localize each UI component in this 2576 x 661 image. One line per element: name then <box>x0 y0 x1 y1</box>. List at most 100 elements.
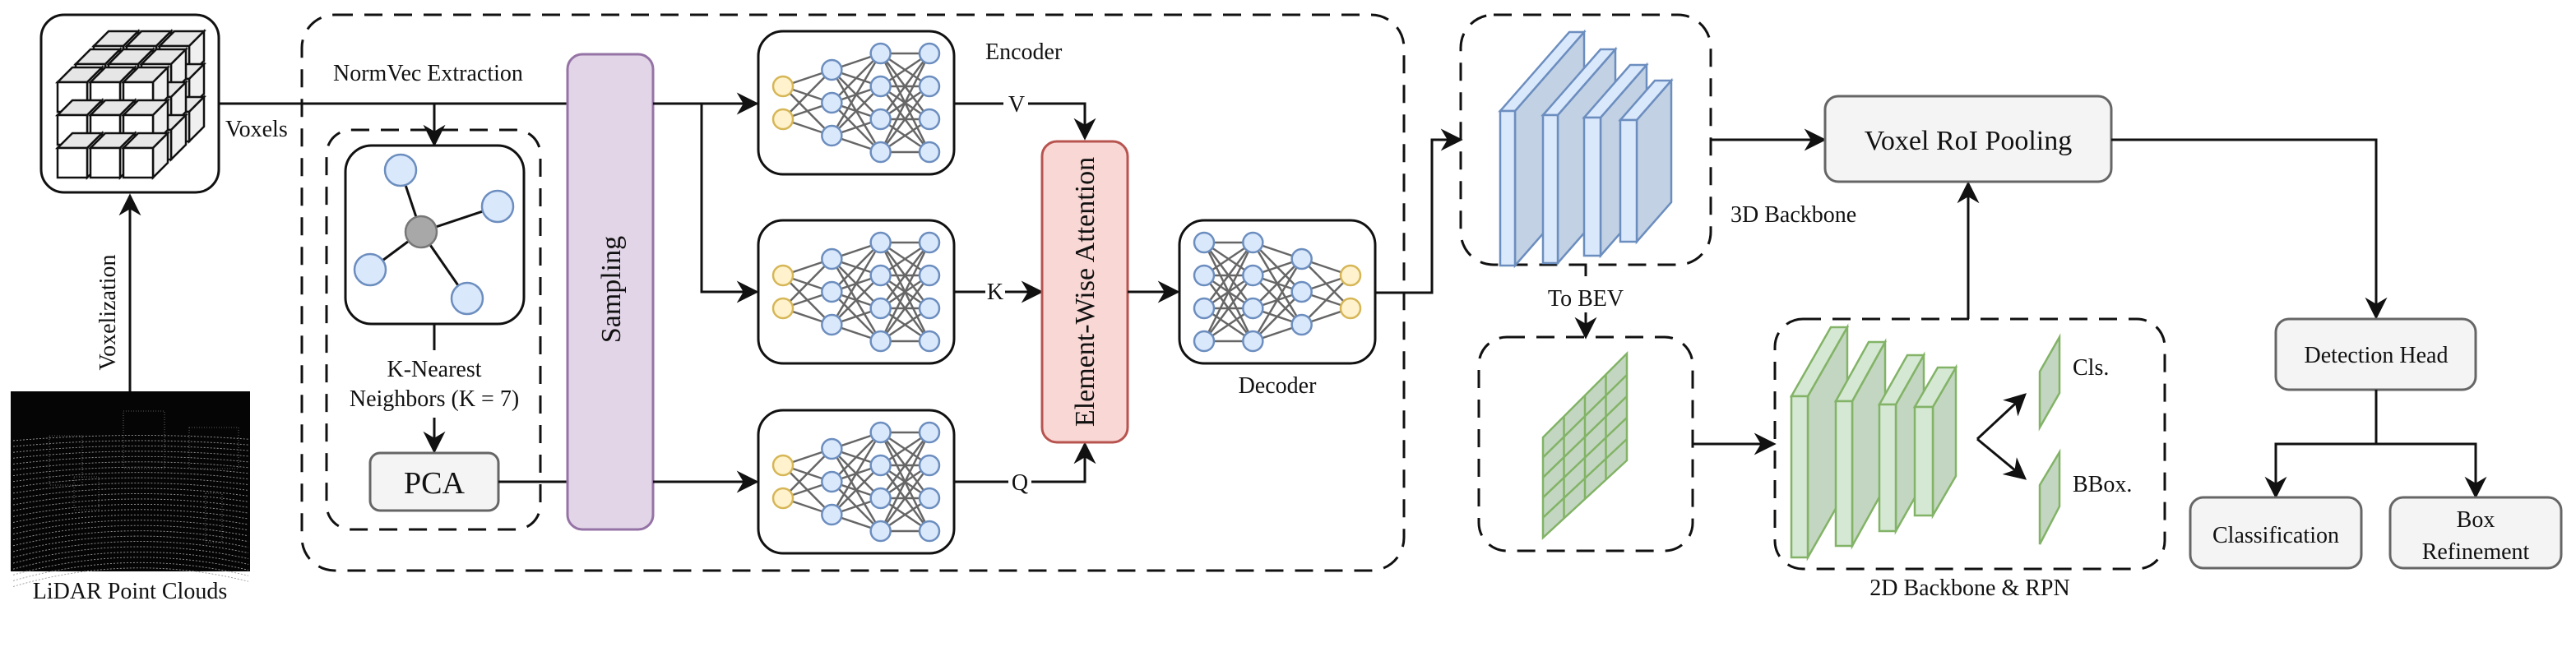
scan-line <box>12 557 249 575</box>
network-node <box>1193 330 1216 353</box>
network-node <box>869 487 892 510</box>
normvec-title: NormVec Extraction <box>333 61 523 86</box>
k-label: K <box>987 280 1003 305</box>
network-node <box>1339 264 1362 287</box>
scan-line <box>12 451 249 459</box>
network-node <box>1193 264 1216 287</box>
network-node <box>869 75 892 98</box>
layer-front <box>1790 395 1809 559</box>
scan-line <box>12 562 249 581</box>
network-node <box>869 42 892 65</box>
head-to-box-refinement-arrow <box>2376 442 2487 499</box>
sampling-block <box>566 53 655 531</box>
network-node <box>1242 297 1264 320</box>
network-edge <box>831 86 882 136</box>
scan-line <box>12 445 249 453</box>
center-point-node <box>404 215 438 249</box>
cube-front-face <box>122 146 155 179</box>
network-node <box>918 141 941 164</box>
network-node <box>821 91 843 114</box>
network-edge <box>1202 242 1254 342</box>
v-encoder-network <box>757 30 956 176</box>
network-node <box>771 108 795 131</box>
scan-object <box>73 476 100 511</box>
network-node <box>918 330 941 353</box>
network-edge <box>831 465 882 515</box>
scan-line <box>12 509 249 523</box>
network-node <box>918 75 941 98</box>
network-node <box>869 264 892 287</box>
scan-line <box>12 535 249 552</box>
network-edge <box>831 275 882 326</box>
network-node <box>821 503 843 526</box>
scan-line <box>12 435 249 441</box>
network-edge <box>879 465 931 532</box>
neighbor-node <box>480 189 515 224</box>
scan-line <box>12 514 249 529</box>
network-node <box>869 108 892 131</box>
q-to-attention-arrow <box>1031 441 1096 483</box>
decoder-network <box>1178 219 1377 365</box>
network-node <box>869 141 892 164</box>
network-node <box>869 421 892 444</box>
network-edge <box>831 432 882 515</box>
decoder-label: Decoder <box>1239 373 1318 399</box>
encoder-label: Encoder <box>985 39 1063 65</box>
scan-line <box>12 466 249 477</box>
network-edge <box>1202 275 1254 342</box>
3d-backbone-label: 3D Backbone <box>1730 202 1856 228</box>
network-node <box>821 124 843 147</box>
network-node <box>869 520 892 543</box>
scan-line <box>12 483 249 494</box>
layer-front <box>1499 109 1517 267</box>
neighbor-node <box>353 252 387 287</box>
network-edge <box>831 242 882 293</box>
network-node <box>771 264 795 287</box>
sampling-to-k-encoder-arrow <box>700 104 759 303</box>
lidar-point-cloud-image <box>11 391 250 587</box>
knn-graph-icon <box>353 153 515 316</box>
voxel-cube-icon <box>54 28 207 181</box>
scan-line <box>12 440 249 447</box>
scan-object <box>123 410 165 469</box>
scan-line <box>12 477 249 488</box>
2d-backbone-layers <box>1789 323 1958 562</box>
network-edge <box>879 432 931 499</box>
scan-line <box>12 552 249 570</box>
network-node <box>821 58 843 81</box>
network-node <box>821 280 843 303</box>
network-node <box>1290 247 1313 270</box>
network-node <box>1290 280 1313 303</box>
network-node <box>771 487 795 510</box>
network-node <box>918 520 941 543</box>
network-node <box>771 454 795 477</box>
network-edge <box>879 53 931 153</box>
scan-line <box>12 461 249 470</box>
network-node <box>869 231 892 254</box>
layer-front <box>1913 405 1934 517</box>
scan-line <box>12 567 249 587</box>
network-node <box>918 454 941 477</box>
layer-front <box>1541 113 1559 265</box>
knn-label-line2: Neighbors (K = 7) <box>350 386 519 412</box>
box-refinement-box <box>2388 496 2563 570</box>
network-node <box>918 231 941 254</box>
scan-object <box>49 435 83 486</box>
2d-backbone-label: 2D Backbone & RPN <box>1869 575 2069 601</box>
network-node <box>1290 313 1313 336</box>
scan-object <box>188 427 239 469</box>
network-edge <box>879 242 931 309</box>
head-to-classification-arrow <box>2264 442 2376 499</box>
scan-line <box>12 520 249 535</box>
lidar-scan-lines <box>12 410 249 587</box>
voxels-block: Voxels <box>39 13 288 194</box>
network-node <box>918 108 941 131</box>
neighbor-node <box>383 153 418 187</box>
neighbor-node <box>450 281 484 316</box>
network-node <box>821 470 843 493</box>
bev-grid-line <box>1542 374 1628 459</box>
knn-label-line1: K-Nearest <box>387 357 481 382</box>
scan-line <box>12 488 249 500</box>
roi-to-detection-head-arrow <box>2111 138 2388 320</box>
